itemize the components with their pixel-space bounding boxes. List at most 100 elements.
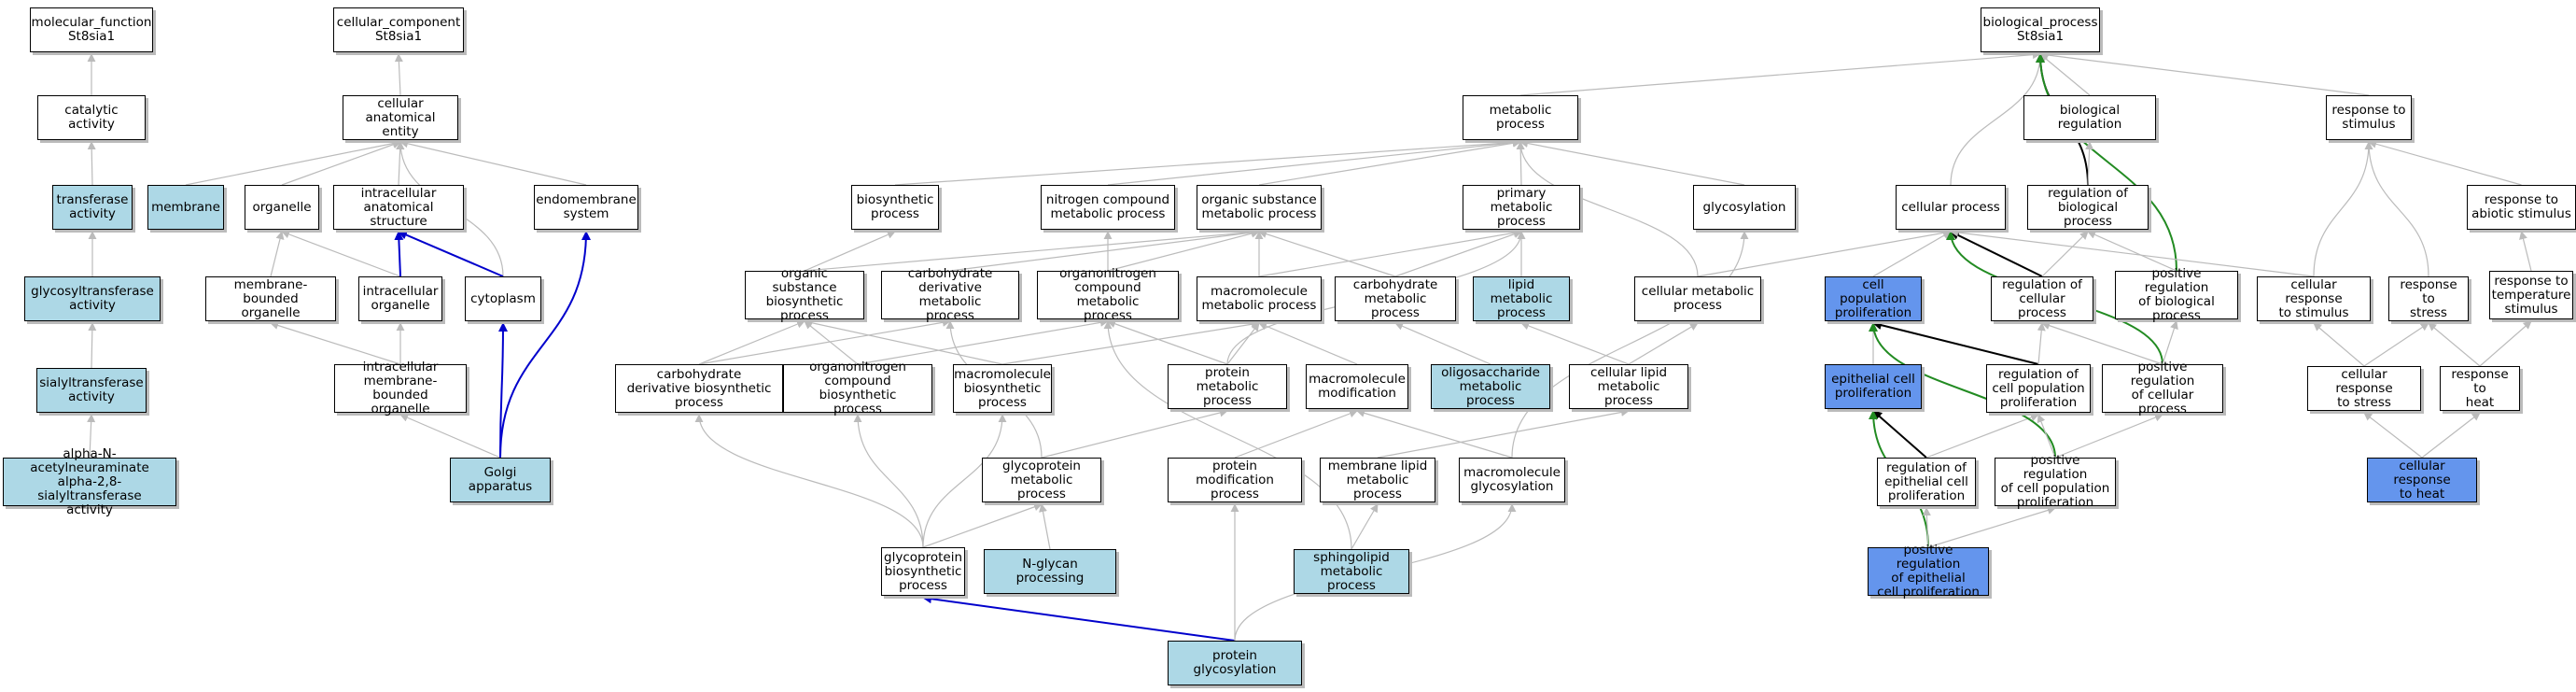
go-term-epi-prolif[interactable]: epithelial cell proliferation [1825,364,1922,409]
go-term-cell-lipid-mp[interactable]: cellular lipid metabolic process [1569,364,1688,409]
edge-regulates [1872,410,1927,459]
go-term-glycosylation[interactable]: glycosylation [1693,185,1796,230]
edge-is-a [2363,412,2423,459]
go-term-reg-cpp[interactable]: regulation of cell population proliferat… [1986,364,2091,413]
edge-is-a [894,138,1521,186]
go-term-ias[interactable]: intracellular anatomical structure [333,185,464,230]
edge-is-a [1351,503,1379,550]
edge-is-a [185,139,401,186]
edge-is-a [1001,319,1260,365]
go-term-nglycan[interactable]: N-glycan processing [984,549,1116,594]
go-term-cytoplasm[interactable]: cytoplasm [465,276,541,321]
go-term-cellular-process[interactable]: cellular process [1896,185,2006,230]
go-term-cdbp[interactable]: carbohydrate derivative biosynthetic pro… [615,364,783,413]
go-term-resp-abiotic[interactable]: response to abiotic stimulus [2467,185,2576,230]
edge-is-a [1103,320,1352,550]
go-term-osmp[interactable]: organic substance metabolic process [1197,185,1322,230]
go-term-glycosyltransferase[interactable]: glycosyltransferase activity [24,276,161,321]
go-term-pos-reg-bp[interactable]: positive regulation of biological proces… [2115,267,2238,323]
go-term-cell-resp-heat[interactable]: cellular response to heat [2367,458,2477,502]
go-term-cell-resp-stim[interactable]: cellular response to stimulus [2257,276,2371,321]
go-term-cc-root[interactable]: cellular_component St8sia1 [333,7,464,52]
go-term-cae[interactable]: cellular anatomical entity [343,95,458,140]
edge-is-a [857,318,1109,365]
go-term-sialyltransferase[interactable]: sialyltransferase activity [36,368,147,413]
go-term-mlmp[interactable]: membrane lipid metabolic process [1320,458,1435,502]
edge-is-a [1872,231,1952,277]
go-term-golgi[interactable]: Golgi apparatus [450,458,551,502]
edge-pos-regulates [2036,53,2177,272]
go-term-mbo[interactable]: membrane-bounded organelle [205,276,336,321]
go-term-pos-reg-cp[interactable]: positive regulation of cellular process [2102,360,2223,417]
edge-regulates [1872,320,2039,365]
edge-is-a [698,318,951,365]
go-term-osbp[interactable]: organic substance biosynthetic process [745,267,864,323]
go-term-protein-mp[interactable]: protein metabolic process [1168,364,1287,409]
edge-is-a [694,414,924,548]
go-term-organelle[interactable]: organelle [245,185,319,230]
go-term-lipid-mp[interactable]: lipid metabolic process [1473,276,1570,321]
go-term-ocbp[interactable]: organonitrogen compound biosynthetic pro… [783,360,932,417]
go-term-metabolic[interactable]: metabolic process [1463,95,1578,140]
go-term-macro-glyc[interactable]: macromolecule glycosylation [1459,458,1565,502]
edge-is-a [2039,53,2091,96]
go-term-carb-mp[interactable]: carbohydrate metabolic process [1335,276,1456,321]
go-term-sphingo[interactable]: sphingolipid metabolic process [1294,549,1409,594]
go-term-transferase[interactable]: transferase activity [52,185,133,230]
edge-is-a [2313,141,2373,277]
go-term-macro-bp[interactable]: macromolecule biosynthetic process [953,364,1052,413]
edge-is-a [2087,231,2177,272]
go-term-cpp[interactable]: cell population proliferation [1825,276,1922,321]
go-term-glycoprotein-bp[interactable]: glycoprotein biosynthetic process [881,547,965,596]
go-term-ocmp[interactable]: organonitrogen compound metabolic proces… [1037,267,1179,323]
edge-is-a [2085,141,2094,186]
edge-is-a [2519,231,2532,272]
go-term-protein-glyc[interactable]: protein glycosylation [1168,641,1302,685]
edge-is-a [853,414,924,548]
go-term-pmp[interactable]: primary metabolic process [1463,185,1580,230]
edge-is-a [1356,409,1513,459]
edge-part-of [398,230,504,277]
edge-is-a [2041,231,2089,277]
go-term-mf-root[interactable]: molecular_function St8sia1 [30,7,153,52]
go-term-ncmp[interactable]: nitrogen compound metabolic process [1041,185,1175,230]
edge-is-a [1234,409,1358,459]
go-term-resp-temp[interactable]: response to temperature stimulus [2489,271,2573,319]
edge-is-a [2041,321,2163,365]
go-term-macro-mod[interactable]: macromolecule modification [1306,364,1408,409]
go-term-resp-stress[interactable]: response to stress [2388,276,2469,321]
go-term-protein-mod[interactable]: protein modification process [1168,458,1302,502]
edge-is-a [1950,228,2315,277]
go-term-biosynthetic[interactable]: biosynthetic process [851,185,939,230]
go-term-bp-root[interactable]: biological_process St8sia1 [1981,7,2100,52]
go-term-reg-epi[interactable]: regulation of epithelial cell proliferat… [1877,458,1976,506]
go-term-bioreg[interactable]: biological regulation [2023,95,2156,140]
go-term-glycoprotein-mp[interactable]: glycoprotein metabolic process [982,458,1101,502]
go-term-mmp[interactable]: macromolecule metabolic process [1197,276,1322,321]
edge-is-a [399,139,587,186]
go-term-oligo-mp[interactable]: oligosaccharide metabolic process [1431,364,1550,409]
edge-is-a [1519,50,2041,96]
go-term-pos-reg-epi[interactable]: positive regulation of epithelial cell p… [1868,544,1989,600]
edge-is-a [804,318,1003,365]
go-term-alpha-n[interactable]: alpha-N-acetylneuraminate alpha-2,8-sial… [3,446,176,516]
edge-is-a [2363,322,2429,367]
go-term-endomembrane[interactable]: endomembrane system [534,185,638,230]
go-term-reg-bp[interactable]: regulation of biological process [2027,185,2149,230]
go-term-cdmp[interactable]: carbohydrate derivative metabolic proces… [881,267,1019,323]
go-term-catalytic[interactable]: catalytic activity [37,95,146,140]
go-term-io[interactable]: intracellular organelle [358,276,442,321]
go-term-membrane[interactable]: membrane [147,185,224,230]
go-term-imbo[interactable]: intracellular membrane-bounded organelle [334,360,467,417]
go-term-cell-resp-stress[interactable]: cellular response to stress [2307,366,2421,411]
edge-is-a [1258,138,1521,186]
go-term-cell-mp[interactable]: cellular metabolic process [1634,276,1761,321]
edge-is-a [1697,228,1952,277]
edge-is-a [1107,138,1521,186]
go-term-resp-stim[interactable]: response to stimulus [2326,95,2412,140]
go-term-pos-reg-cpp[interactable]: positive regulation of cell population p… [1995,454,2116,510]
go-term-reg-cp[interactable]: regulation of cellular process [1991,276,2093,321]
go-term-resp-heat[interactable]: response to heat [2440,366,2520,411]
edge-is-a [2313,322,2365,367]
edge-is-a [2364,141,2429,277]
